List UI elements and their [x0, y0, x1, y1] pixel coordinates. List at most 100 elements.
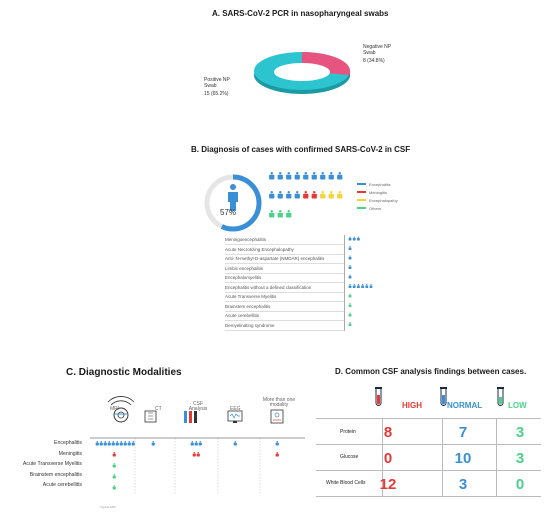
category-row: Encephalitis without a defined classific… [225, 283, 345, 293]
modality-person-icon [151, 441, 155, 446]
modality-person-icon [127, 441, 131, 446]
category-row: Encephalomyelitis [225, 273, 345, 283]
modality-ct: CT [155, 406, 162, 412]
modality-person-icon [194, 441, 198, 446]
category-person-icon [348, 236, 352, 241]
glucose-high: 0 [383, 450, 393, 467]
modality-icons [107, 396, 284, 424]
modality-person-icon [275, 441, 279, 446]
case-person-icon [337, 191, 343, 199]
csf-tube-icons [375, 387, 504, 406]
modality-csf: CSF Analysis [188, 401, 208, 412]
category-person-icon [348, 293, 352, 298]
row-label-wbc: White Blood Cells [326, 480, 366, 486]
legend-item: Others [357, 204, 398, 212]
category-person-icon [348, 284, 352, 288]
mri-icon [107, 396, 135, 423]
multi-modality-icon [270, 409, 284, 424]
wbc-normal: 3 [458, 476, 468, 493]
protein-high: 8 [383, 424, 393, 441]
category-person-icon [348, 246, 352, 250]
modality-person-icon [112, 485, 116, 490]
category-row: Acute Necrotizing Encephalopathy [225, 245, 345, 255]
category-person-icon [361, 284, 364, 288]
case-person-icon [286, 210, 292, 218]
category-person-icon [348, 312, 352, 317]
category-row: Limbic encephalitis [225, 264, 345, 274]
modality-person-icon [192, 452, 196, 457]
category-person-icon [369, 284, 373, 288]
row-label-protein: Protein [340, 429, 356, 435]
header-low: LOW [508, 401, 527, 410]
case-person-icon [311, 191, 317, 199]
category-people [348, 236, 373, 326]
case-person-icon [277, 191, 283, 199]
category-row: Brainstem encephalitis [225, 302, 345, 312]
case-person-icon [286, 172, 292, 180]
case-person-icon [303, 191, 309, 199]
category-person-icon [352, 284, 356, 288]
diagnosis-category-table: Meningoencephalitis Acute Necrotizing En… [225, 235, 385, 335]
case-person-icon [269, 172, 275, 180]
modality-row-label: Meningitis [58, 450, 82, 457]
panel-b-title: B. Diagnosis of cases with confirmed SAR… [191, 145, 411, 154]
category-person-icon [357, 284, 360, 288]
high-tube-icon [375, 387, 382, 406]
case-person-icon [303, 172, 309, 180]
glucose-low: 3 [515, 450, 525, 467]
modality-person-icon [99, 441, 103, 446]
case-person-icon [328, 191, 334, 199]
panel-a-title: A. SARS-CoV-2 PCR in nasopharyngeal swab… [212, 9, 389, 18]
positive-label: Positive NP Swab 15 (65.2%) [204, 77, 230, 97]
category-row: Anti- N-methyl-D-aspartate (NMDAR) encep… [225, 254, 345, 264]
glucose-normal: 10 [454, 450, 472, 467]
modality-person-icon [115, 441, 119, 446]
csf-tubes-icon [184, 411, 197, 423]
category-row: Demyelinating syndrome [225, 321, 345, 331]
category-row: Meningoencephalitis [225, 235, 345, 245]
person-icon [228, 192, 238, 211]
modality-eeg: EEG [230, 406, 241, 412]
modality-person-icon [123, 441, 127, 446]
modality-person-icon [107, 441, 111, 446]
category-row: Acute cerebellitis [225, 311, 345, 321]
modality-multi: More than one modality [262, 397, 296, 408]
category-person-icon [348, 265, 352, 269]
csf-findings-table: Protein 8 7 3 Glucose 0 10 3 White Blood… [316, 418, 541, 497]
category-person-icon [348, 274, 352, 279]
case-person-icon [269, 210, 275, 218]
case-person-icon [269, 191, 275, 199]
eeg-monitor-icon [227, 410, 243, 423]
case-people-grid [269, 172, 343, 218]
modality-row-label: Brainstem encephalitis [29, 471, 82, 478]
legend-item: Encephalopathy [357, 196, 398, 204]
modality-person-icon [95, 441, 99, 446]
percent-arc [204, 174, 262, 232]
modality-person-icon [119, 441, 123, 446]
case-person-icon [320, 191, 326, 199]
category-person-icon [357, 236, 360, 241]
normal-tube-icon [440, 387, 447, 406]
category-person-icon [348, 255, 352, 260]
modality-person-icon [103, 441, 107, 446]
header-normal: NORMAL [447, 401, 483, 410]
modality-person-icon [196, 452, 200, 457]
percent-ring [204, 174, 262, 232]
panel-d-title: D. Common CSF analysis findings between … [335, 367, 527, 376]
modality-mri: MRI [110, 406, 120, 412]
modality-person-icon [112, 452, 116, 457]
case-person-icon [311, 172, 317, 180]
np-swab-donut [254, 51, 351, 94]
percent-text: 57% [220, 208, 237, 217]
wbc-high: 12 [379, 476, 397, 493]
header-high: HIGH [402, 401, 422, 410]
modality-row-labels: Encephalitis Meningitis Acute Transverse… [0, 438, 82, 491]
modality-row-label: Encephalitis [54, 440, 82, 446]
low-tube-icon [497, 387, 504, 406]
modality-person-icon [198, 441, 202, 446]
category-person-icon [348, 322, 352, 326]
footnote: Typical MRI [100, 505, 116, 509]
modality-row-label: Acute Transverse Myelitis [22, 461, 82, 467]
legend-item: Meningitis [357, 188, 398, 196]
category-row: Acute Transverse Myelitis [225, 292, 345, 302]
